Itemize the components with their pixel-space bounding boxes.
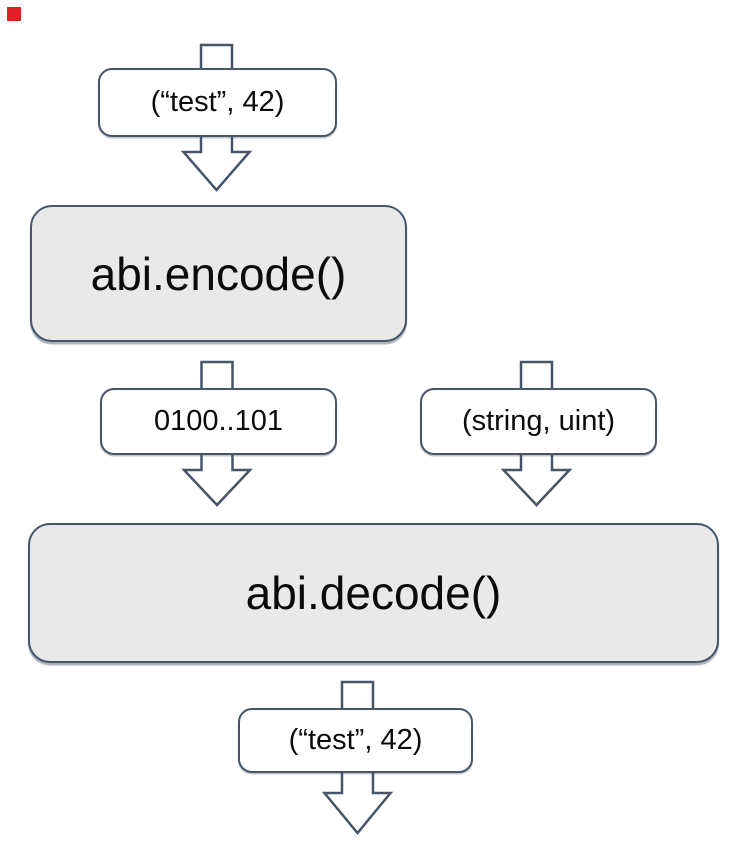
label-output-tuple: (“test”, 42) <box>238 708 473 773</box>
process-abi-encode: abi.encode() <box>30 205 407 342</box>
process-abi-decode-text: abi.decode() <box>245 567 502 619</box>
label-input-tuple: (“test”, 42) <box>98 68 337 137</box>
label-input-tuple-text: (“test”, 42) <box>150 86 285 118</box>
process-abi-decode: abi.decode() <box>28 523 719 663</box>
red-corner-marker <box>7 7 21 21</box>
label-output-tuple-text: (“test”, 42) <box>288 724 423 756</box>
label-type-tuple: (string, uint) <box>420 388 657 455</box>
label-type-tuple-text: (string, uint) <box>461 405 616 437</box>
label-encoded-bytes: 0100..101 <box>100 388 337 455</box>
label-encoded-bytes-text: 0100..101 <box>153 405 283 437</box>
process-abi-encode-text: abi.encode() <box>90 247 347 300</box>
